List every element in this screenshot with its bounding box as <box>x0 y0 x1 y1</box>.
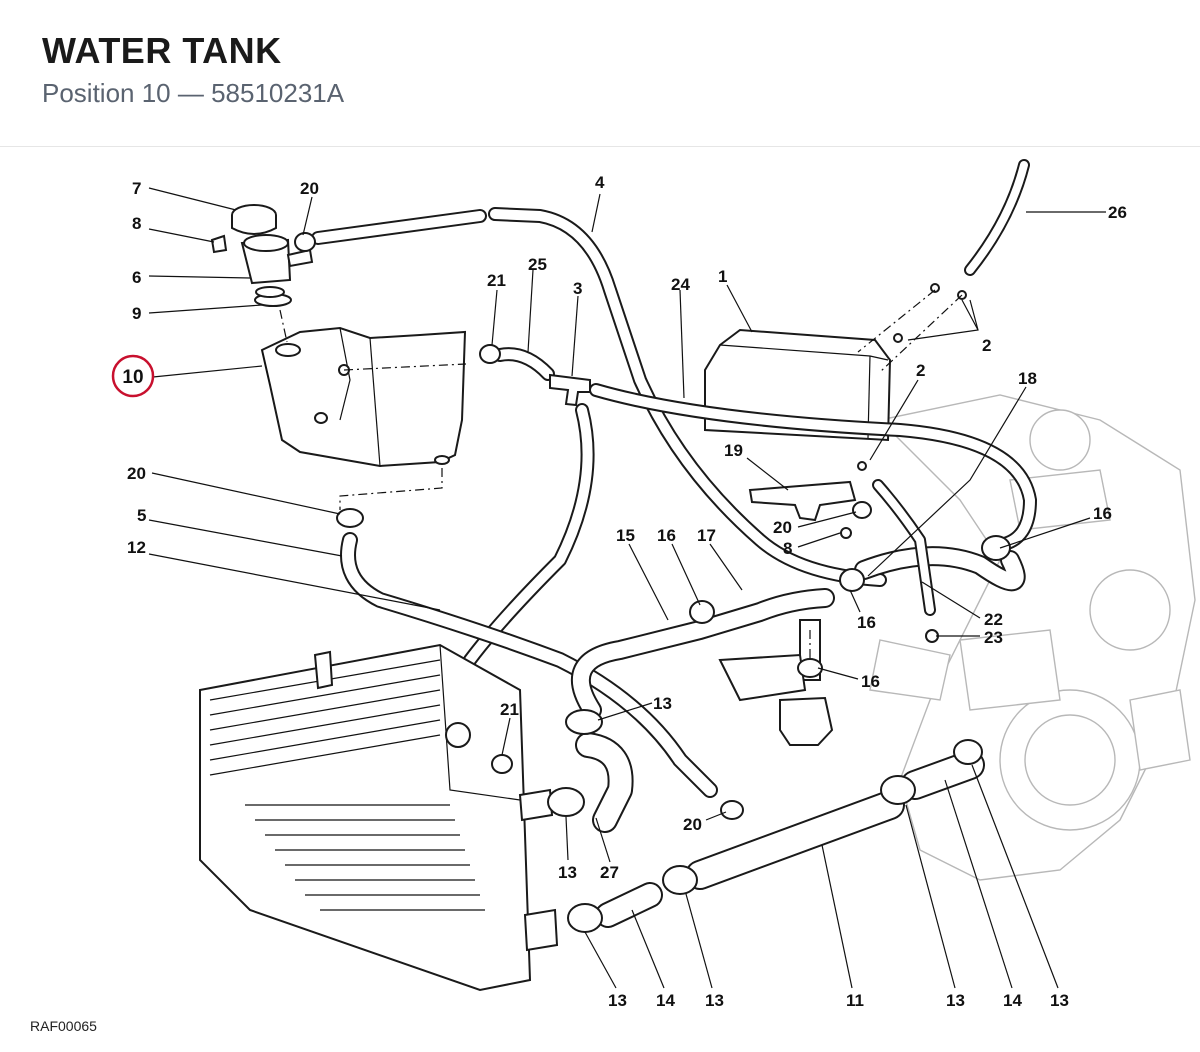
callout-labels: 7 20 4 26 8 25 6 21 3 24 1 9 2 2 18 19 2… <box>127 173 1127 1010</box>
hose-clamps <box>294 232 1011 933</box>
callout-15: 15 <box>616 526 635 545</box>
page-subtitle: Position 10 — 58510231A <box>42 78 345 108</box>
callout-20-low: 20 <box>683 815 702 834</box>
callout-14-b2: 14 <box>1003 991 1022 1010</box>
callout-2-middle: 2 <box>916 361 925 380</box>
callout-11: 11 <box>846 991 864 1010</box>
filler-assembly <box>210 204 314 307</box>
highlight-circle <box>111 354 155 398</box>
valve-housing <box>718 619 834 746</box>
callout-13-left: 13 <box>558 863 577 882</box>
t-fitting-part-3 <box>549 373 591 407</box>
callout-20: 20 <box>300 179 319 198</box>
callout-19: 19 <box>724 441 743 460</box>
assembly-lines <box>279 289 963 660</box>
callout-6: 6 <box>132 268 141 287</box>
callout-3: 3 <box>573 279 582 298</box>
callout-16-top: 16 <box>657 526 676 545</box>
callout-16-right: 16 <box>1093 504 1112 523</box>
callout-13-b2: 13 <box>705 991 724 1010</box>
callout-16-mid: 16 <box>857 613 876 632</box>
callout-21-low: 21 <box>500 700 519 719</box>
callout-27: 27 <box>600 863 619 882</box>
page-title: WATER TANK <box>42 30 282 71</box>
callout-20-mid: 20 <box>773 518 792 537</box>
callout-13-b4: 13 <box>1050 991 1069 1010</box>
callout-20-left: 20 <box>127 464 146 483</box>
leader-lines <box>148 187 1106 989</box>
callout-10: 10 <box>122 367 143 388</box>
callout-13-b3: 13 <box>946 991 965 1010</box>
callout-1: 1 <box>718 267 727 286</box>
small-fittings <box>338 283 967 643</box>
callout-17: 17 <box>697 526 716 545</box>
callout-8: 8 <box>132 214 141 233</box>
radiator <box>199 643 559 992</box>
callout-2-upper: 2 <box>982 336 991 355</box>
callout-5: 5 <box>137 506 146 525</box>
callout-9: 9 <box>132 304 141 323</box>
highlighted-position-marker[interactable]: 10 <box>111 354 155 398</box>
callout-25: 25 <box>528 255 547 274</box>
callout-21: 21 <box>487 271 506 290</box>
bracket-part-19 <box>748 480 857 522</box>
callout-24: 24 <box>671 275 690 294</box>
callout-18: 18 <box>1018 369 1037 388</box>
callout-7: 7 <box>132 179 141 198</box>
callout-13-mid: 13 <box>653 694 672 713</box>
callout-4: 4 <box>595 173 605 192</box>
engine-background <box>869 394 1196 881</box>
callout-16-low: 16 <box>861 672 880 691</box>
callout-26: 26 <box>1108 203 1127 222</box>
callout-8-mid: 8 <box>783 539 792 558</box>
water-tank-part-10 <box>260 326 467 468</box>
callout-13-b1: 13 <box>608 991 627 1010</box>
drawing-code: RAF00065 <box>30 1018 97 1034</box>
callout-22: 22 <box>984 610 1003 629</box>
callout-12: 12 <box>127 538 146 557</box>
callout-23: 23 <box>984 628 1003 647</box>
page-header: WATER TANK Position 10 — 58510231A <box>0 0 1200 147</box>
callout-14-b1: 14 <box>656 991 675 1010</box>
